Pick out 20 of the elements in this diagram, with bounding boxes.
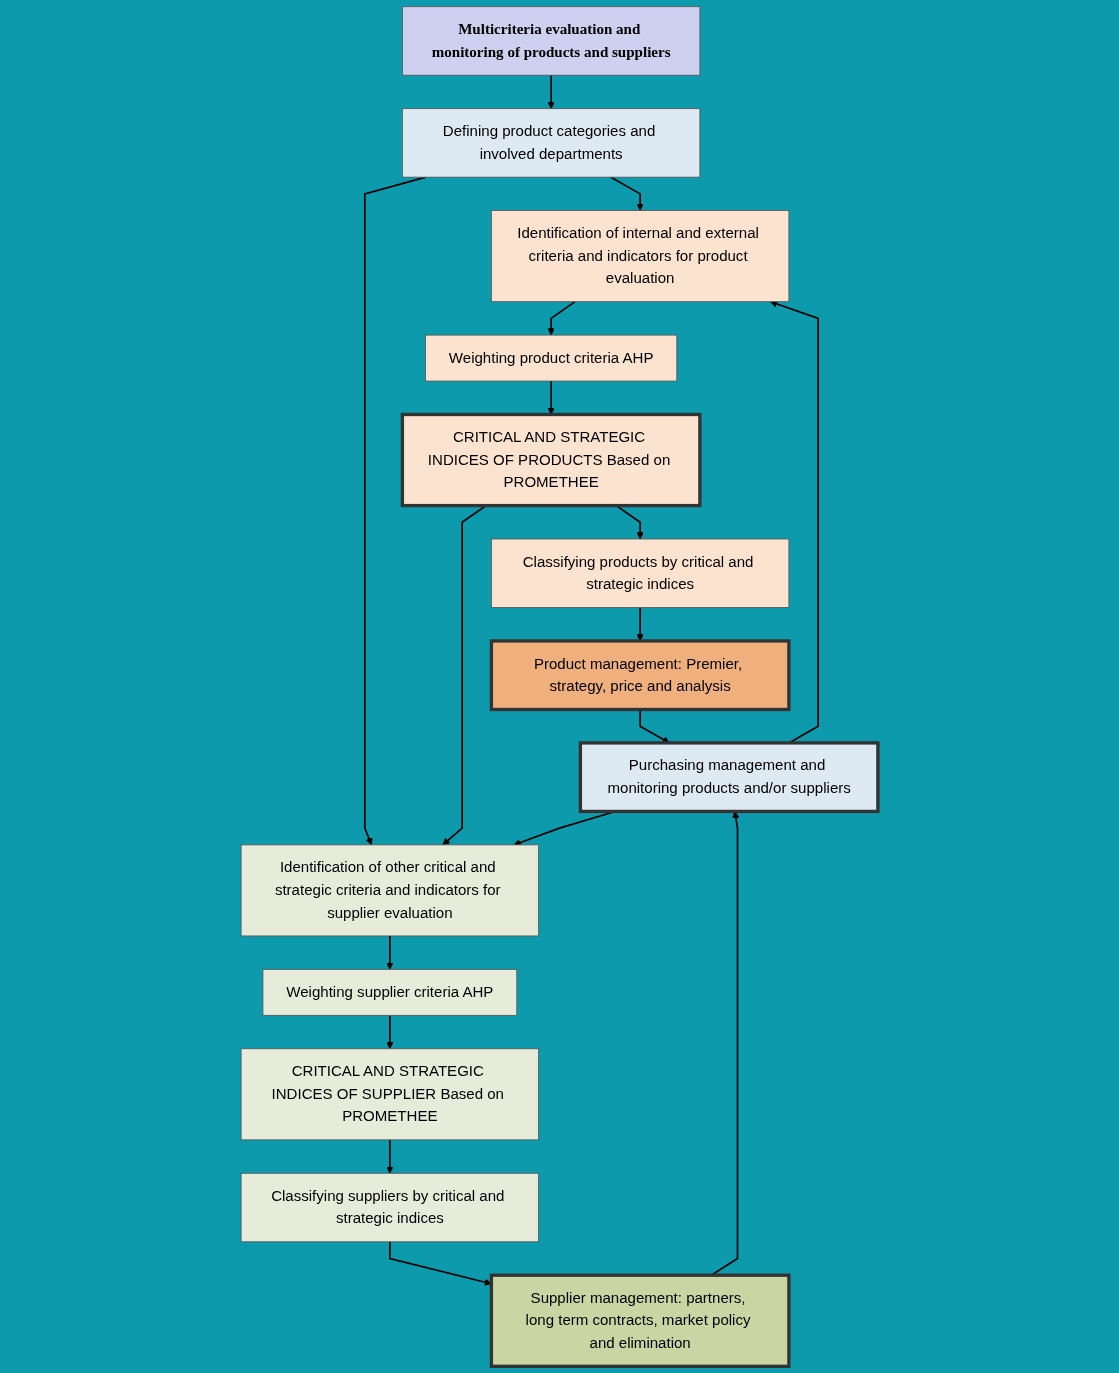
node-box: Purchasing management and monitoring products and/or suppliers: [578, 741, 880, 814]
node-box: Weighting product criteria AHP: [425, 334, 678, 382]
arrow: [547, 74, 555, 109]
arrow: [547, 300, 576, 336]
arrow: [386, 1014, 394, 1050]
node-box: Identification of other critical and strategic criteria and indicators for supplier evaluation: [240, 844, 540, 937]
node-box: Classifying products by critical and strategic indices: [490, 538, 790, 608]
node-box: Identification of internal and external criteria and indicators for product evaluation: [490, 210, 790, 303]
arrow: [386, 935, 394, 970]
node-box: Weighting supplier criteria AHP: [262, 968, 518, 1016]
node-box: Multicriteria evaluation and monitoring of products and suppliers: [401, 6, 701, 76]
node-box: Supplier management: partners, long term contracts, market policy and elimination: [489, 1273, 791, 1368]
node-box: Product management: Premier, strategy, price and analysis: [489, 639, 791, 712]
node-box: Defining product categories and involved departments: [401, 108, 701, 178]
arrow: [547, 380, 555, 415]
node-box: Classifying suppliers by critical and strategic indices: [240, 1172, 540, 1243]
arrow: [610, 176, 644, 211]
arrow: [386, 1139, 394, 1174]
node-box: CRITICAL AND STRATEGIC INDICES OF SUPPLIER Based on PROMETHEE: [240, 1048, 540, 1141]
node-box: CRITICAL AND STRATEGIC INDICES OF PRODUCTS Based on PROMETHEE: [400, 412, 702, 508]
